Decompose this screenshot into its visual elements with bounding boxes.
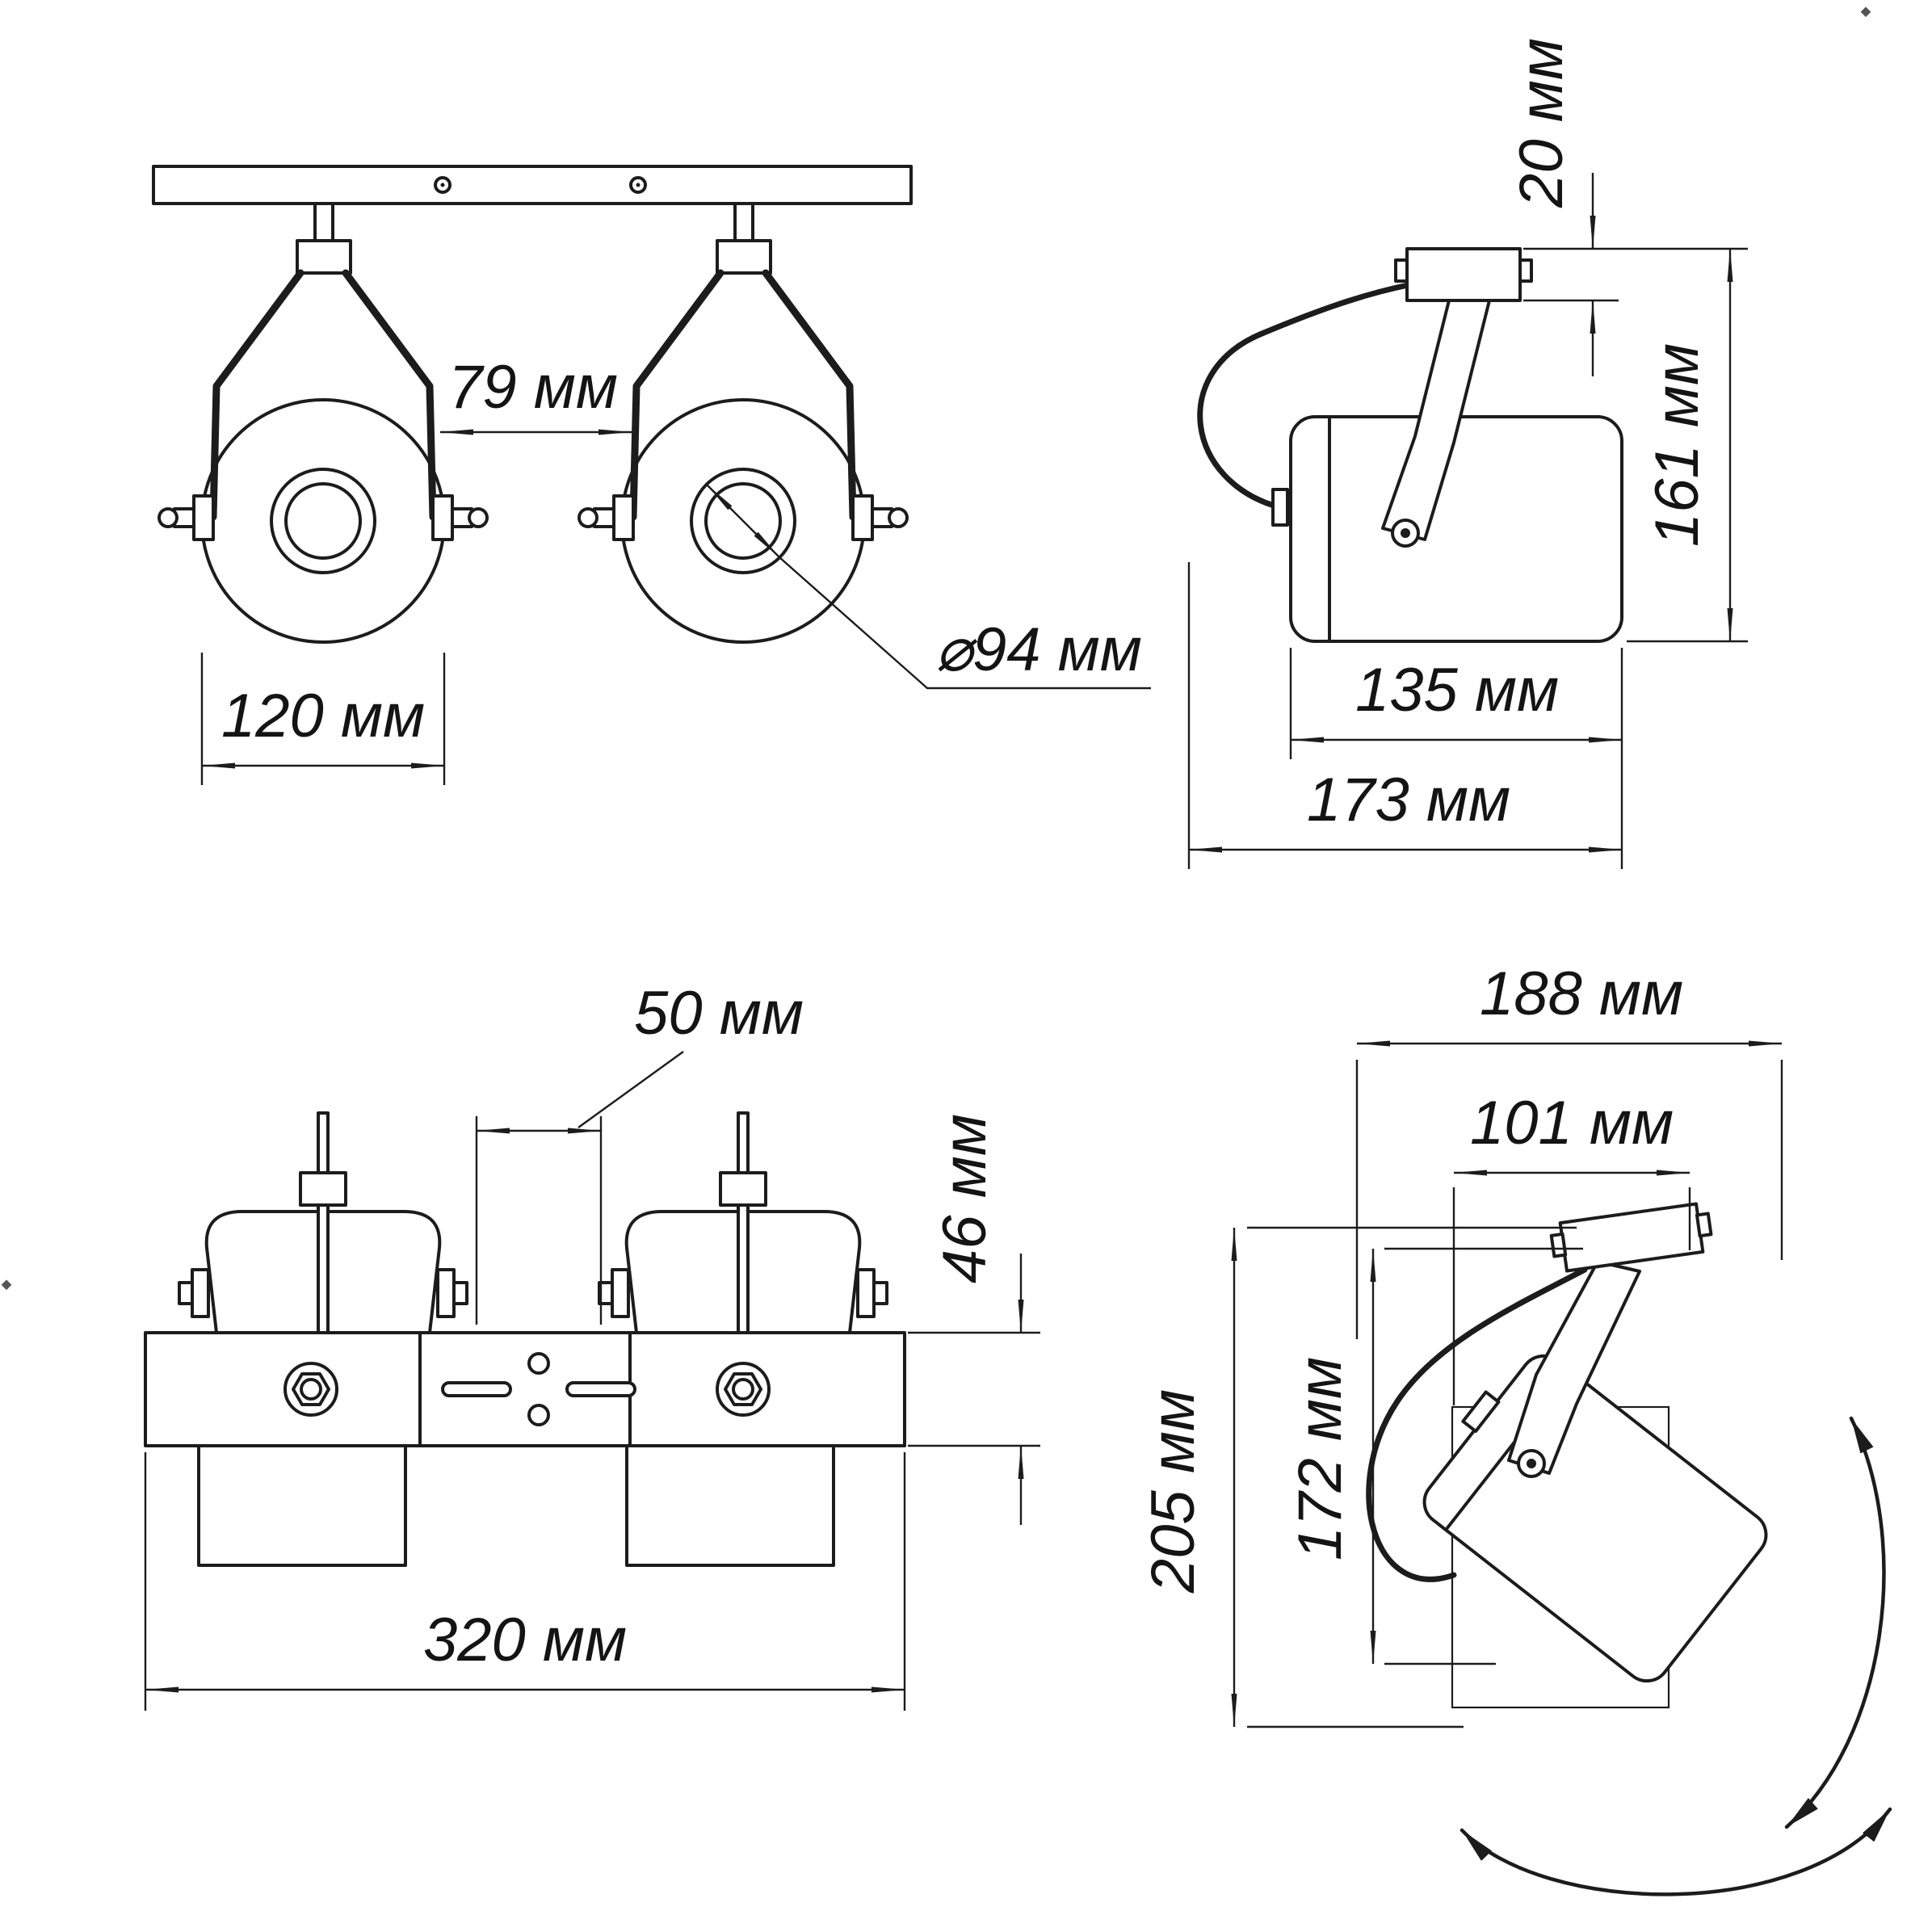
plate-screw bbox=[1518, 258, 1533, 283]
pivot-bolt bbox=[178, 1281, 194, 1305]
pivot-bolt bbox=[452, 1281, 468, 1305]
dimension-height-161: 161 мм bbox=[1627, 248, 1748, 643]
mount-slot bbox=[441, 1381, 512, 1397]
power-wire bbox=[1366, 1266, 1588, 1582]
scan-speck bbox=[1, 1279, 12, 1291]
dimension-depth-173: 173 мм bbox=[1187, 562, 1623, 869]
bar-screw-icon bbox=[629, 176, 647, 194]
spot-left bbox=[158, 202, 489, 644]
pivot-ear bbox=[612, 494, 635, 541]
pivot-center bbox=[1527, 1459, 1536, 1468]
bar-screw-center bbox=[440, 183, 445, 187]
dimension-drop-172: 172 мм bbox=[1286, 1247, 1583, 1665]
pivot-bolt-head bbox=[468, 507, 489, 528]
bar-screw-center bbox=[636, 183, 640, 187]
plate-screw bbox=[1394, 258, 1409, 283]
dimension-platespan-101: 101 мм bbox=[1452, 1089, 1691, 1405]
mounting-bar bbox=[152, 165, 913, 205]
plate-screw bbox=[1549, 1232, 1568, 1258]
dimension-gap-79: 79 мм bbox=[439, 353, 632, 435]
knob-center bbox=[732, 1378, 754, 1401]
support-arm bbox=[1507, 1260, 1641, 1475]
lens-hole bbox=[284, 482, 362, 560]
lamp-body bbox=[1422, 1354, 1768, 1683]
dimension-diameter-94: ⌀94 мм bbox=[706, 484, 1151, 690]
dim-label-depth: 173 мм bbox=[1307, 766, 1510, 834]
pivot-bolt-head bbox=[158, 507, 178, 528]
tilt-rotation-arrow bbox=[1784, 1416, 1886, 1829]
dim-label-overall: 320 мм bbox=[423, 1606, 627, 1674]
spot-right bbox=[578, 202, 909, 644]
clamp bbox=[716, 239, 772, 275]
mounting-plate bbox=[1405, 247, 1522, 302]
pivot-ear bbox=[851, 494, 874, 541]
yoke-arm bbox=[209, 269, 304, 521]
dimension-barheight-46: 46 мм bbox=[908, 1114, 1040, 1525]
clamp bbox=[296, 239, 352, 275]
wire-connector bbox=[1271, 488, 1289, 527]
dimension-mountgap-50: 50 мм bbox=[475, 979, 804, 1325]
pivot-bolt bbox=[598, 1281, 614, 1305]
stem bbox=[733, 202, 754, 244]
wire-connector bbox=[1461, 1390, 1501, 1434]
scan-speck bbox=[1860, 6, 1871, 18]
knob-center bbox=[300, 1378, 322, 1401]
dim-label-body: 135 мм bbox=[1355, 656, 1559, 724]
pivot-ear bbox=[856, 1268, 876, 1318]
mount-slot bbox=[565, 1381, 636, 1397]
mount-hole bbox=[527, 1352, 550, 1375]
pan-rotation-arrow bbox=[1460, 1807, 1892, 1896]
front-view: 79 мм ⌀94 мм 120 мм bbox=[152, 165, 1151, 785]
side-view: 20 мм 161 мм 135 мм 173 мм bbox=[1187, 38, 1748, 869]
power-wire bbox=[1197, 281, 1415, 510]
pivot-bolt-head bbox=[578, 507, 598, 528]
yoke-arm bbox=[762, 269, 857, 521]
dim-label-mountgap: 50 мм bbox=[634, 979, 804, 1048]
lamp-front bbox=[625, 1444, 835, 1567]
dim-label-height: 161 мм bbox=[1643, 343, 1712, 547]
pivot-bolt bbox=[872, 1281, 888, 1305]
pivot-ear bbox=[191, 1268, 210, 1318]
pivot-ear bbox=[611, 1268, 630, 1318]
dim-label-platespan: 101 мм bbox=[1470, 1089, 1674, 1157]
pivot-ear bbox=[431, 494, 454, 541]
dim-label-drop172: 172 мм bbox=[1286, 1357, 1354, 1560]
yoke-arm bbox=[629, 269, 724, 521]
pivot-bolt-head bbox=[888, 507, 909, 528]
dim-label-height205: 205 мм bbox=[1139, 1389, 1208, 1594]
top-view: 50 мм 46 мм 320 мм bbox=[144, 979, 1040, 1711]
dimension-body-135: 135 мм bbox=[1289, 648, 1623, 869]
yoke-arm bbox=[342, 269, 437, 521]
lamp-body bbox=[1289, 415, 1623, 643]
dim-label-gap: 79 мм bbox=[448, 353, 618, 422]
mounting-plate bbox=[1558, 1202, 1705, 1273]
pivot-ear bbox=[192, 494, 215, 541]
dim-label-barheight: 46 мм bbox=[930, 1114, 999, 1283]
dimension-width-120: 120 мм bbox=[200, 653, 446, 785]
clamp bbox=[719, 1171, 767, 1207]
pivot-center bbox=[1401, 528, 1410, 538]
tilt-view: 188 мм 101 мм 205 мм 172 мм bbox=[1139, 960, 1892, 1896]
stem-rod bbox=[317, 1111, 330, 1336]
mount-hole bbox=[527, 1404, 550, 1426]
dim-label-plate: 20 мм bbox=[1507, 38, 1576, 208]
dimension-plate-20: 20 мм bbox=[1507, 38, 1748, 376]
mounting-bar bbox=[144, 1331, 906, 1447]
dim-label-diameter: ⌀94 мм bbox=[935, 615, 1142, 684]
dim-label-width: 120 мм bbox=[221, 682, 425, 750]
mounting-plate-tilted bbox=[1549, 1202, 1713, 1273]
stem bbox=[313, 202, 334, 244]
plate-screw bbox=[1695, 1212, 1713, 1238]
dimension-height-205: 205 мм bbox=[1139, 1226, 1577, 1728]
dimension-overall-320: 320 мм bbox=[144, 1452, 906, 1711]
bar-screw-icon bbox=[434, 176, 452, 194]
dimension-reach-188: 188 мм bbox=[1355, 960, 1783, 1339]
stem-rod bbox=[737, 1111, 750, 1336]
lamp-body-tilted bbox=[1422, 1354, 1768, 1683]
clamp bbox=[299, 1171, 347, 1207]
pivot-ear bbox=[436, 1268, 456, 1318]
dim-label-reach: 188 мм bbox=[1480, 960, 1683, 1028]
lamp-front bbox=[197, 1444, 407, 1567]
